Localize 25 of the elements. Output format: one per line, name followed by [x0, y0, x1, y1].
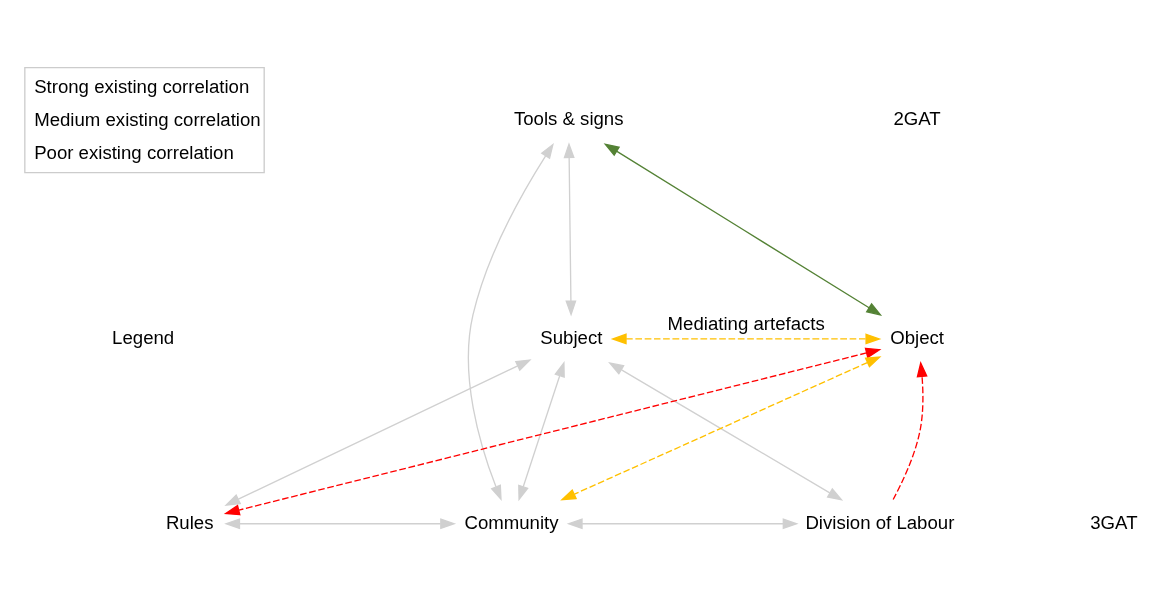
arrow [224, 517, 457, 529]
arrow [608, 361, 844, 501]
label: 3GAT [1090, 511, 1138, 533]
label: Legend [112, 326, 175, 348]
node-text: Object [890, 326, 944, 348]
node-text: Division of Labour [805, 511, 955, 533]
legend-label: Strong existing correlation [34, 75, 250, 96]
arrow [224, 358, 532, 506]
arrow [560, 355, 882, 501]
arrow [610, 332, 882, 344]
arrow [563, 141, 577, 317]
arrow [467, 142, 554, 501]
arrow [566, 517, 799, 529]
node-text: Subject [540, 326, 603, 348]
legend-label: Medium existing correlation [34, 108, 261, 130]
node-text: Community [464, 511, 559, 533]
arrow [518, 360, 565, 501]
arrow [892, 360, 928, 500]
node-text: Tools & signs [513, 107, 624, 129]
arrow [223, 347, 882, 515]
arrow [603, 142, 883, 316]
node-text: Rules [165, 511, 214, 533]
edge-label: Mediating artefacts [667, 312, 825, 334]
legend-label: Poor existing correlation [34, 141, 234, 163]
label: 2GAT [893, 107, 941, 129]
